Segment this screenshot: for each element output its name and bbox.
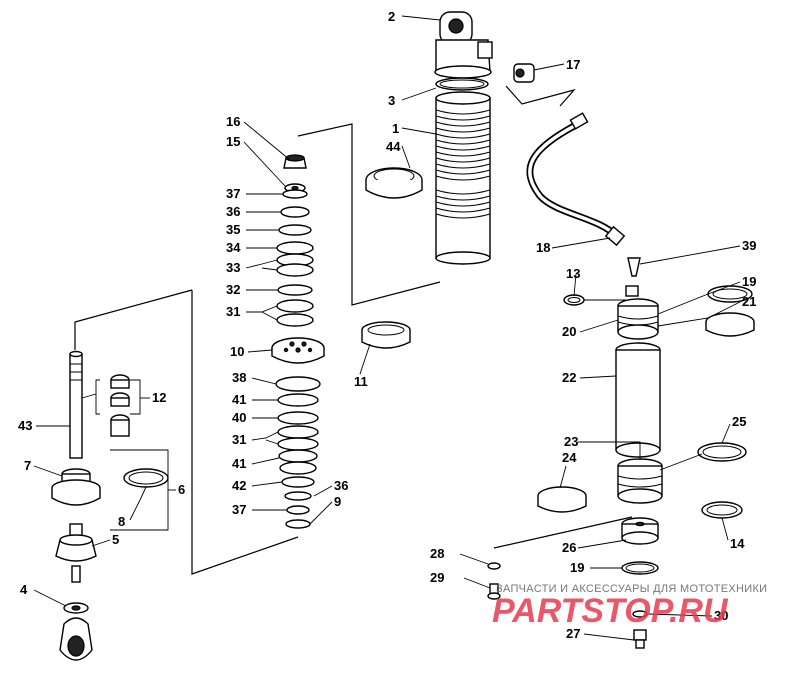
callout-labels: 2 3 1 44 17 16 15 37 36 35 34 33 32 31 1… [18, 9, 756, 641]
callout-31-lower: 31 [232, 432, 246, 447]
callout-19-lower: 19 [570, 560, 584, 575]
watermark-brand: PARTSTOP.RU [492, 592, 729, 630]
callout-41: 41 [232, 392, 246, 407]
callout-4: 4 [20, 582, 28, 597]
leader-lines [33, 15, 741, 641]
callout-43: 43 [18, 418, 32, 433]
callout-39: 39 [742, 238, 756, 253]
callout-11: 11 [354, 374, 368, 389]
callout-35: 35 [226, 222, 240, 237]
callout-8: 8 [118, 514, 125, 529]
callout-21: 21 [742, 294, 756, 309]
callout-10: 10 [230, 344, 244, 359]
callout-22: 22 [562, 370, 576, 385]
callout-9: 9 [334, 494, 341, 509]
watermark-tagline: ЗАПЧАСТИ И АКСЕССУАРЫ ДЛЯ МОТОТЕХНИКИ [496, 583, 767, 595]
callout-17: 17 [566, 57, 580, 72]
callout-1: 1 [392, 121, 399, 136]
assembly-frame-lines [74, 85, 633, 575]
valve-stack [271, 154, 411, 529]
callout-38: 38 [232, 370, 246, 385]
callout-18: 18 [536, 240, 550, 255]
callout-13: 13 [566, 266, 580, 281]
shock-body-assembly [365, 11, 493, 265]
callout-23: 23 [564, 434, 578, 449]
callout-16: 16 [226, 114, 240, 129]
callout-29: 29 [430, 570, 444, 585]
callout-25: 25 [732, 414, 746, 429]
callout-37: 37 [226, 186, 240, 201]
callout-5: 5 [112, 532, 119, 547]
callout-36: 36 [226, 204, 240, 219]
watermark: ЗАПЧАСТИ И АКСЕССУАРЫ ДЛЯ МОТОТЕХНИКИ PA… [492, 583, 767, 630]
callout-44: 44 [386, 139, 401, 154]
callout-27: 27 [566, 626, 580, 641]
callout-15: 15 [226, 134, 240, 149]
callout-30: 30 [714, 608, 728, 623]
reservoir-assembly [487, 285, 755, 649]
callout-31: 31 [226, 304, 240, 319]
callout-28: 28 [430, 546, 444, 561]
callout-41-lower: 41 [232, 456, 246, 471]
callout-42: 42 [232, 478, 246, 493]
callout-34: 34 [226, 240, 241, 255]
callout-2: 2 [388, 9, 395, 24]
callout-7: 7 [24, 458, 31, 473]
reservoir-hose [513, 63, 641, 277]
callout-33: 33 [226, 260, 240, 275]
callout-14: 14 [730, 536, 745, 551]
callout-19: 19 [742, 274, 756, 289]
callout-26: 26 [562, 540, 576, 555]
callout-37-lower: 37 [232, 502, 246, 517]
shaft-assembly [51, 350, 169, 661]
callout-6: 6 [178, 482, 185, 497]
callout-40: 40 [232, 410, 246, 425]
callout-36-lower: 36 [334, 478, 348, 493]
callout-3: 3 [388, 93, 395, 108]
callout-12: 12 [152, 390, 166, 405]
callout-20: 20 [562, 324, 576, 339]
callout-24: 24 [562, 450, 577, 465]
callout-32: 32 [226, 282, 240, 297]
